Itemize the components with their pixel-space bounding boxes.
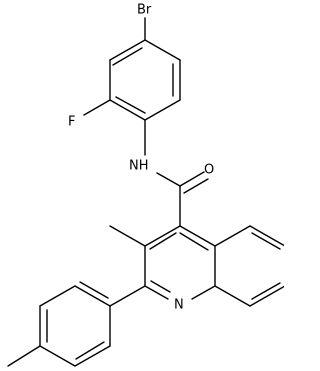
structure-diagram: Br F NH O N (7, 3, 284, 367)
atom-labels: Br F NH O N (68, 3, 214, 313)
bond-q-6 (179, 225, 216, 247)
bond-t-2 (39, 285, 76, 307)
bond-ring1-c-inner (115, 96, 146, 114)
bond-b-2 (249, 225, 284, 247)
bond-b-4-inner (251, 282, 281, 300)
bond-methyl-3 (109, 225, 146, 247)
bond-t-5 (74, 345, 111, 367)
bond-nh-c (156, 172, 181, 187)
bond-ring1-f (144, 39, 181, 61)
bond-t-4 (39, 345, 76, 367)
bond-f-c (83, 99, 111, 116)
bonds (7, 17, 284, 367)
bond-ring1-d (144, 99, 181, 121)
bond-q-3-inner (150, 280, 171, 293)
bond-t-1-inner (79, 281, 109, 299)
atom-o: O (204, 163, 214, 178)
bond-b-5 (214, 285, 251, 307)
bond-b-4 (249, 285, 284, 307)
atom-nh: NH (129, 159, 149, 174)
atom-br: Br (137, 3, 152, 18)
atom-n: N (174, 298, 184, 313)
bond-ring1-c (109, 99, 146, 121)
bond-ring1-a-inner (112, 47, 143, 66)
bond-ring1-a (109, 39, 146, 61)
bond-b-2-inner (251, 232, 281, 250)
bond-tolyl-attach (109, 285, 146, 307)
bond-q-6-inner (179, 232, 209, 251)
bond-c-o-2 (183, 178, 209, 194)
bond-t-1 (74, 285, 111, 307)
bond-q-3 (144, 285, 169, 300)
bond-q-1-inner (149, 232, 177, 250)
atom-f: F (68, 115, 75, 130)
bond-q-1 (144, 225, 181, 247)
molecule-canvas: Br F NH O N (7, 3, 284, 367)
bond-methyl-tolyl (7, 345, 41, 367)
bond-t-5-inner (75, 341, 105, 360)
bond-c-o-1 (179, 171, 205, 187)
bond-q-4 (191, 285, 216, 300)
bond-b-1 (214, 225, 251, 247)
